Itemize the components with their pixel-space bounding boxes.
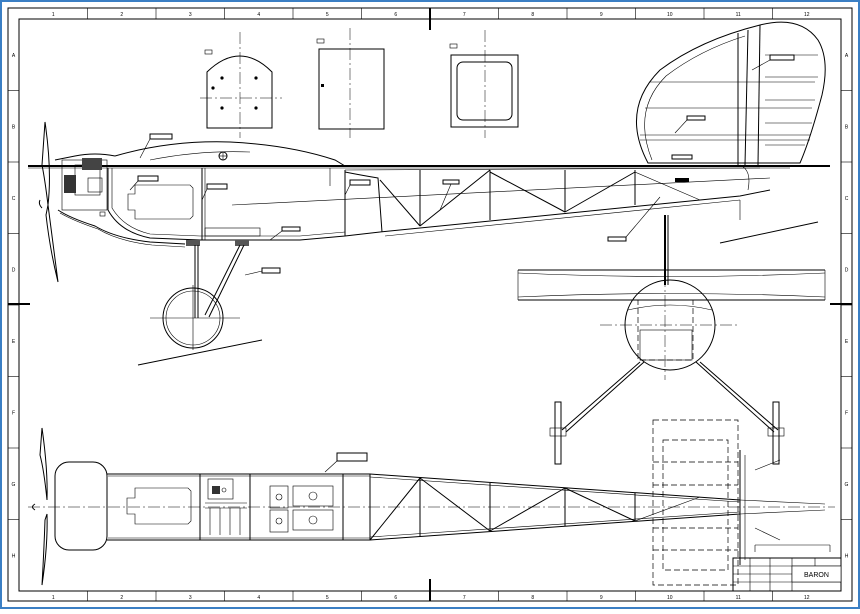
zone-column-label: 3 <box>189 595 192 601</box>
drawing-title: BARON <box>804 572 829 579</box>
zone-row-label: H <box>12 553 16 559</box>
zone-row-label: G <box>12 482 16 488</box>
fuselage-top-view <box>28 419 835 586</box>
zone-row-label: C <box>12 196 16 202</box>
zone-column-label: 3 <box>189 12 192 18</box>
zone-row-label: A <box>845 53 849 59</box>
zone-column-label: 1 <box>52 595 55 601</box>
zone-column-label: 10 <box>667 595 673 601</box>
front-view <box>517 215 826 465</box>
zone-row-label: B <box>12 124 16 130</box>
zone-row-label: E <box>845 339 849 345</box>
zone-column-label: 5 <box>326 595 329 601</box>
zone-row-label: A <box>12 53 16 59</box>
zone-row-label: D <box>12 267 16 273</box>
former-rectangular <box>316 28 385 138</box>
zone-column-label: 1 <box>52 12 55 18</box>
zone-column-label: 12 <box>804 595 810 601</box>
zone-row-label: F <box>845 410 848 416</box>
zone-column-label: 11 <box>736 595 741 601</box>
zone-column-label: 10 <box>667 12 673 18</box>
zone-column-label: 2 <box>120 12 123 18</box>
zone-column-label: 9 <box>600 595 603 601</box>
zone-row-label: B <box>845 124 849 130</box>
zone-column-label: 11 <box>736 12 741 18</box>
zone-column-label: 9 <box>600 12 603 18</box>
zone-column-label: 7 <box>463 595 466 601</box>
zone-column-label: 6 <box>394 595 397 601</box>
zone-row-label: E <box>12 339 16 345</box>
title-block: BARON <box>732 557 842 592</box>
zone-row-label: H <box>845 553 849 559</box>
rudder-side-view <box>636 21 826 191</box>
zone-row-label: D <box>845 267 849 273</box>
zone-column-label: 8 <box>531 595 534 601</box>
zone-column-label: 6 <box>394 12 397 18</box>
zone-column-label: 12 <box>804 12 810 18</box>
zone-column-label: 7 <box>463 12 466 18</box>
zone-column-label: 2 <box>120 595 123 601</box>
zone-column-label: 4 <box>257 595 260 601</box>
former-views <box>200 28 519 138</box>
zone-row-label: C <box>845 196 849 202</box>
zone-row-label: F <box>12 410 15 416</box>
fuselage-side-view <box>28 121 830 366</box>
zone-column-label: 4 <box>257 12 260 18</box>
zone-row-label: G <box>845 482 849 488</box>
former-framed <box>449 30 519 138</box>
zone-column-label: 8 <box>531 12 534 18</box>
zone-column-label: 5 <box>326 12 329 18</box>
former-arched <box>200 32 282 138</box>
